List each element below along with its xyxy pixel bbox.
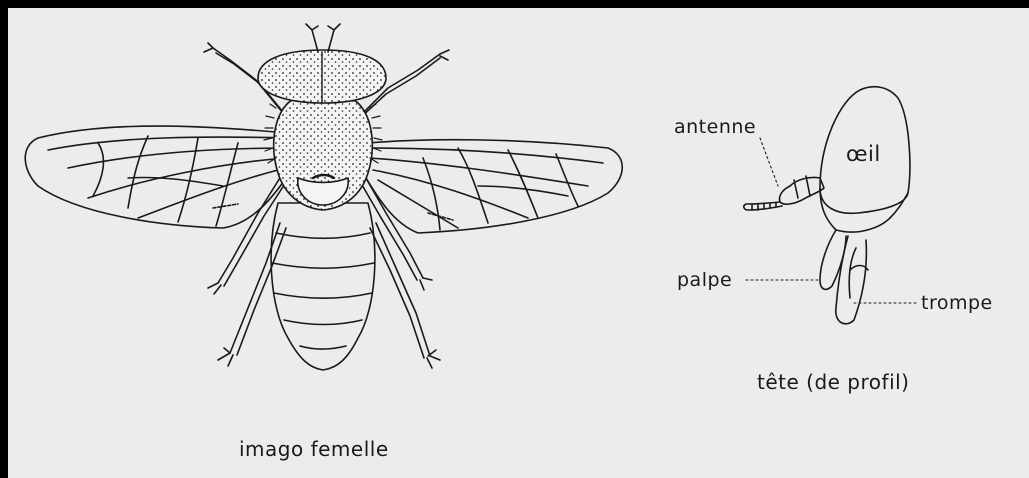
- head-antenna: [779, 177, 824, 204]
- fly-wing-right: [363, 140, 622, 233]
- label-proboscis: trompe: [921, 292, 993, 314]
- label-palp: palpe: [677, 269, 732, 291]
- antenna-leader-line: [760, 138, 778, 186]
- fly-wing-left: [25, 126, 293, 228]
- figure-plate: antenne œil palpe trompe tête (de profil…: [8, 8, 1029, 478]
- head-proboscis: [836, 236, 867, 324]
- fly-antennae: [306, 24, 340, 52]
- fly-dorsal-view: [25, 24, 622, 370]
- caption-female-imago: imago femelle: [239, 437, 389, 461]
- horsefly-illustration: [8, 8, 1029, 478]
- head-profile-view: [744, 87, 916, 324]
- label-eye: œil: [846, 142, 881, 166]
- label-antenna: antenne: [674, 116, 756, 138]
- caption-head-profile: tête (de profil): [757, 370, 909, 394]
